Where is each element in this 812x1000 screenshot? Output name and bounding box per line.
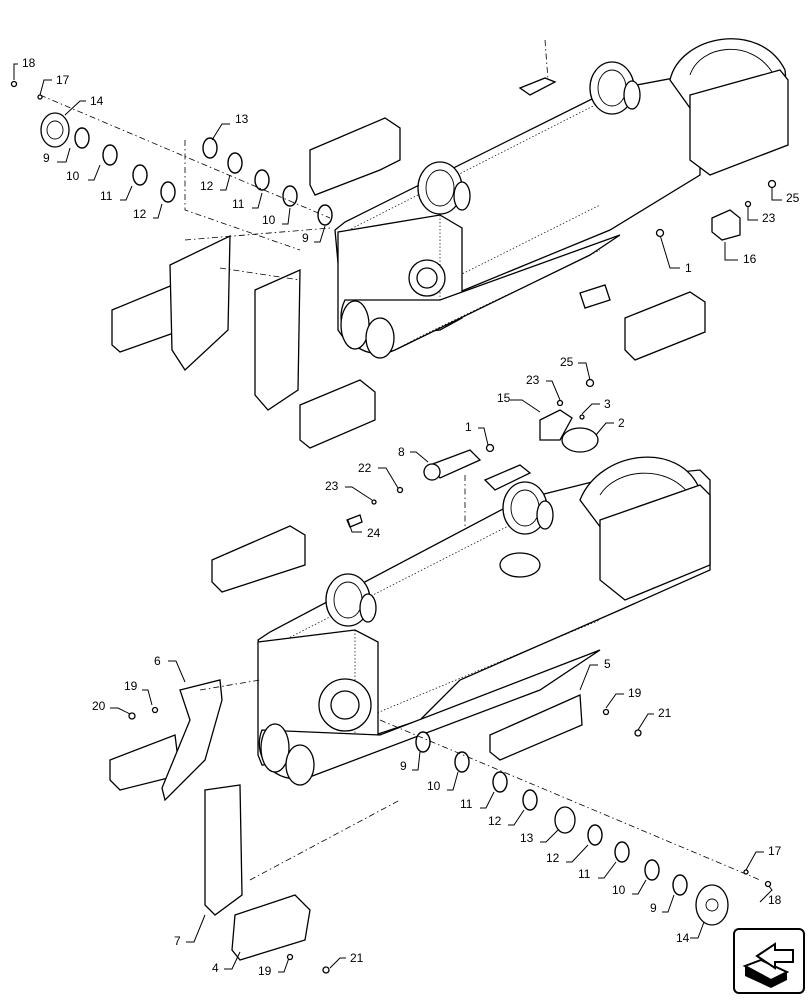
callout-9-lower: 9 bbox=[400, 759, 407, 773]
callout-13-upper: 13 bbox=[235, 112, 249, 126]
callout-9-upper-b: 9 bbox=[302, 231, 309, 245]
upper-left-washer-stack bbox=[39, 94, 333, 226]
callout-9-lower-b: 9 bbox=[650, 901, 657, 915]
callout-1-upper: 1 bbox=[685, 261, 692, 275]
callout-11-lower: 11 bbox=[460, 797, 473, 811]
callout-25-right-top: 25 bbox=[786, 191, 800, 205]
callout-25-mid: 25 bbox=[560, 355, 574, 369]
callout-9-upper: 9 bbox=[43, 151, 50, 165]
upper-track-frame bbox=[334, 38, 789, 359]
callout-6: 6 bbox=[154, 654, 161, 668]
callout-8: 8 bbox=[398, 445, 405, 459]
callout-5: 5 bbox=[604, 657, 611, 671]
lower-carrier-roller-rear bbox=[502, 481, 554, 535]
callout-17-top: 17 bbox=[56, 73, 70, 87]
callout-12-upper-b: 12 bbox=[200, 179, 214, 193]
callout-12-lower-b: 12 bbox=[546, 851, 560, 865]
callout-12-upper: 12 bbox=[133, 207, 147, 221]
upper-carrier-roller-rear bbox=[589, 61, 641, 115]
callout-16: 16 bbox=[743, 252, 757, 266]
callout-19-bottom: 19 bbox=[258, 964, 272, 978]
callout-11-upper-b: 11 bbox=[232, 197, 245, 211]
callout-4: 4 bbox=[212, 961, 219, 975]
callout-15: 15 bbox=[497, 391, 511, 405]
callout-7: 7 bbox=[174, 934, 181, 948]
fastener-markers bbox=[10, 80, 777, 974]
callout-10-lower: 10 bbox=[427, 779, 441, 793]
callout-12-lower: 12 bbox=[488, 814, 502, 828]
callout-14-bottom: 14 bbox=[676, 931, 690, 945]
callout-23-right-top: 23 bbox=[762, 211, 776, 225]
callout-21-bottom: 21 bbox=[350, 951, 364, 965]
callout-20: 20 bbox=[92, 699, 106, 713]
lower-track-frame bbox=[257, 456, 711, 786]
next-page-arrow-icon[interactable] bbox=[733, 928, 805, 994]
upper-carrier-roller-front bbox=[417, 161, 471, 215]
arrow-glyph bbox=[742, 942, 794, 988]
callout-19-right: 19 bbox=[628, 686, 642, 700]
callout-10-upper: 10 bbox=[66, 169, 80, 183]
lower-guard-plates bbox=[109, 525, 583, 961]
callout-11-lower-b: 11 bbox=[578, 867, 591, 881]
callout-18-top: 18 bbox=[22, 56, 36, 70]
callout-19-left: 19 bbox=[124, 679, 138, 693]
callout-13-lower: 13 bbox=[520, 831, 534, 845]
callout-18-bottom: 18 bbox=[768, 893, 782, 907]
callout-3: 3 bbox=[604, 397, 611, 411]
callout-11-upper: 11 bbox=[100, 189, 113, 203]
callout-10-lower-b: 10 bbox=[612, 883, 626, 897]
lower-carrier-roller-front bbox=[325, 573, 377, 627]
callout-23-left: 23 bbox=[325, 479, 339, 493]
upper-guard-plates bbox=[111, 117, 706, 449]
callout-14-top: 14 bbox=[90, 94, 104, 108]
callout-22: 22 bbox=[358, 461, 372, 475]
lower-washer-stack bbox=[379, 719, 761, 926]
callout-23-mid: 23 bbox=[526, 373, 540, 387]
callout-24: 24 bbox=[367, 526, 381, 540]
callout-1-mid: 1 bbox=[465, 420, 472, 434]
callout-2: 2 bbox=[618, 416, 625, 430]
callout-21-right: 21 bbox=[658, 706, 672, 720]
middle-hardware bbox=[346, 284, 611, 530]
callout-17-bottom: 17 bbox=[768, 844, 782, 858]
callout-10-upper-b: 10 bbox=[262, 213, 276, 227]
